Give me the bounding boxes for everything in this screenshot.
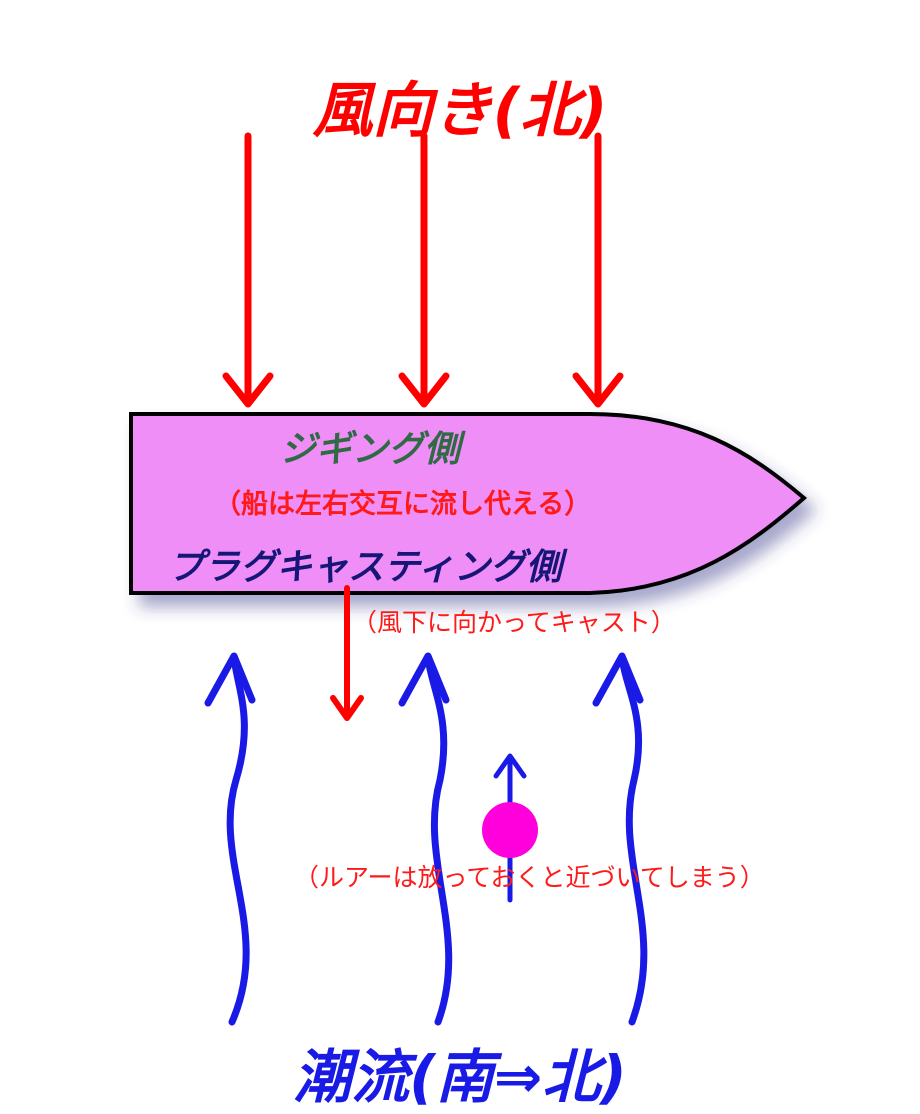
jigging-side-label: ジギング側 bbox=[280, 429, 461, 470]
wind-arrow-left bbox=[222, 132, 274, 408]
wind-arrow-right bbox=[572, 132, 624, 408]
boat-hull bbox=[129, 412, 808, 595]
wind-arrow-middle bbox=[398, 132, 450, 408]
plug-casting-side-label: プラグキャスティング側 bbox=[168, 547, 562, 588]
current-arrow-right bbox=[592, 652, 648, 1026]
current-arrows bbox=[204, 652, 648, 1026]
wind-direction-title: 風向き(北) bbox=[312, 76, 608, 146]
wind-arrows bbox=[222, 132, 624, 408]
current-arrow-left bbox=[204, 652, 256, 1026]
boat-drift-note: （船は左右交互に流し代える） bbox=[214, 489, 592, 520]
lure-drift-note: （ルアーは放っておくと近づいてしまう） bbox=[294, 863, 765, 892]
leeward-arrow bbox=[330, 585, 364, 721]
cast-direction-note: （風下に向かってキャスト） bbox=[352, 608, 676, 637]
current-arrow-middle bbox=[398, 652, 453, 1026]
tidal-current-title: 潮流(南⇒北) bbox=[293, 1043, 627, 1111]
lure-dot bbox=[482, 802, 538, 858]
